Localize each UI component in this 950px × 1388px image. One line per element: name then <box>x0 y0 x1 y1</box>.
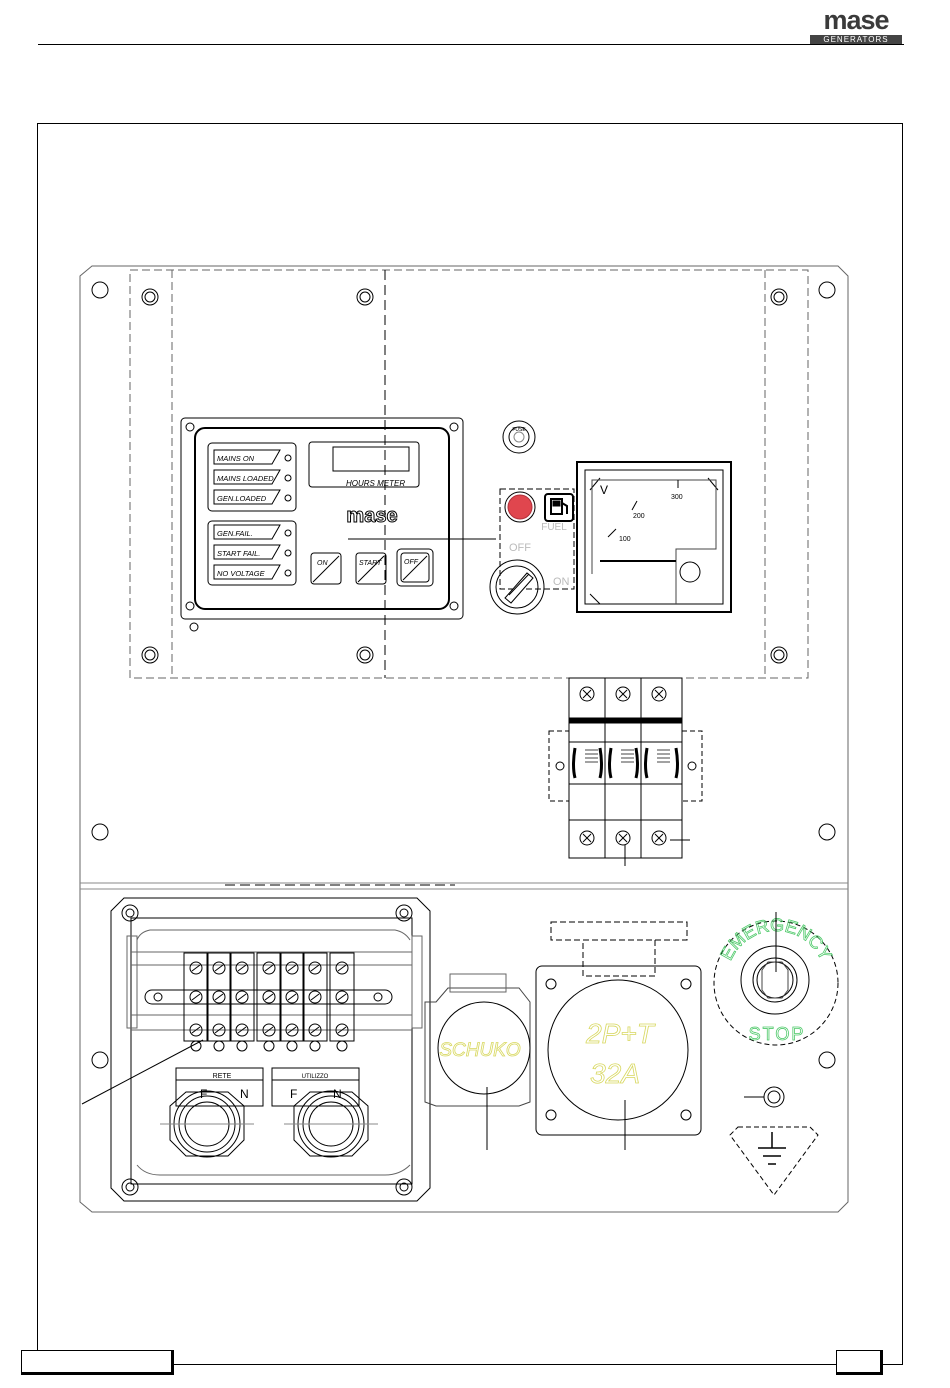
on-button-label: ON <box>317 560 328 567</box>
enclosure-bolts <box>122 905 412 1195</box>
mount-hole <box>819 1052 835 1068</box>
fuel-label: FUEL <box>541 522 567 533</box>
start-button-label: START <box>359 560 382 567</box>
utilizzo-neutral: N <box>333 1087 342 1101</box>
off-button-label: OFF <box>404 559 419 566</box>
mount-hole <box>92 1052 108 1068</box>
indicator-label: GEN.LOADED <box>217 494 267 503</box>
breaker-screw <box>580 687 594 701</box>
terminal-clamp <box>257 953 281 1051</box>
fuse-holder: FUSE <box>503 421 535 453</box>
leader-line <box>82 1040 203 1104</box>
mount-hole <box>92 282 108 298</box>
breaker-screw <box>616 831 630 845</box>
indicator-1: MAINS LOADED <box>214 470 291 484</box>
indicator-0: MAINS ON <box>214 450 291 464</box>
off-button[interactable]: OFF <box>397 549 433 586</box>
breaker-screws <box>580 687 666 845</box>
cable-gland-right <box>284 1091 378 1157</box>
voltmeter-unit: V <box>600 483 608 497</box>
terminal-clamp <box>230 953 254 1051</box>
utilizzo-phase: F <box>290 1087 297 1101</box>
breaker-screw <box>652 831 666 845</box>
ground-icon <box>758 1132 786 1164</box>
terminal-clamp <box>330 953 354 1051</box>
terminal-clamp <box>303 953 327 1051</box>
indicator-label: START FAIL. <box>217 549 260 558</box>
terminal-clamp <box>184 953 208 1051</box>
indicator-group: MAINS ON MAINS LOADED GEN.LOADED GEN.FAIL. S… <box>214 450 291 579</box>
on-position-label: ON <box>553 576 570 588</box>
indicator-label: NO VOLTAGE <box>217 569 266 578</box>
terminal-clamp <box>207 953 231 1051</box>
voltmeter-scale-200: 200 <box>633 513 645 520</box>
rete-label: RETE <box>213 1073 232 1080</box>
fuse-label: FUSE <box>512 427 526 433</box>
earth-terminal <box>730 1087 818 1195</box>
fuel-pump-icon <box>545 494 573 521</box>
indicator-label: MAINS ON <box>217 454 255 463</box>
terminal-clamps <box>184 953 354 1051</box>
indicator-5: NO VOLTAGE <box>214 565 291 579</box>
mount-hole <box>819 824 835 840</box>
panel-outline <box>80 266 848 1212</box>
voltmeter-scale-100: 100 <box>619 536 631 543</box>
indicator-label: GEN.FAIL. <box>217 529 253 538</box>
panel-logo: mase <box>346 505 397 527</box>
key-switch[interactable] <box>490 560 544 614</box>
rete-neutral: N <box>240 1087 249 1101</box>
stop-label: STOP <box>749 1024 806 1044</box>
indicator-4: START FAIL. <box>214 545 291 559</box>
on-button[interactable]: ON <box>311 553 341 584</box>
terminal-clamp <box>280 953 304 1051</box>
indicator-label: MAINS LOADED <box>217 474 274 483</box>
indicator-3: GEN.FAIL. <box>214 525 291 539</box>
off-position-label: OFF <box>509 542 531 554</box>
utilizzo-label: UTILIZZO <box>302 1074 329 1080</box>
start-button[interactable]: START <box>356 553 386 584</box>
hours-meter-label: HOURS METER <box>346 479 405 488</box>
schuko-label: SCHUKO <box>439 1040 521 1061</box>
breaker-screw <box>580 831 594 845</box>
socket-32a-line2: 32A <box>590 1058 640 1089</box>
mount-hole <box>819 282 835 298</box>
breaker-screw <box>616 687 630 701</box>
breaker-screw <box>652 687 666 701</box>
indicator-2: GEN.LOADED <box>214 490 291 504</box>
socket-32a-line1: 2P+T <box>585 1018 656 1049</box>
voltmeter-scale-300: 300 <box>671 494 683 501</box>
mount-hole <box>92 824 108 840</box>
terminal-enclosure <box>111 898 430 1201</box>
fuel-lamp <box>505 492 535 522</box>
rete-phase: F <box>200 1087 207 1101</box>
